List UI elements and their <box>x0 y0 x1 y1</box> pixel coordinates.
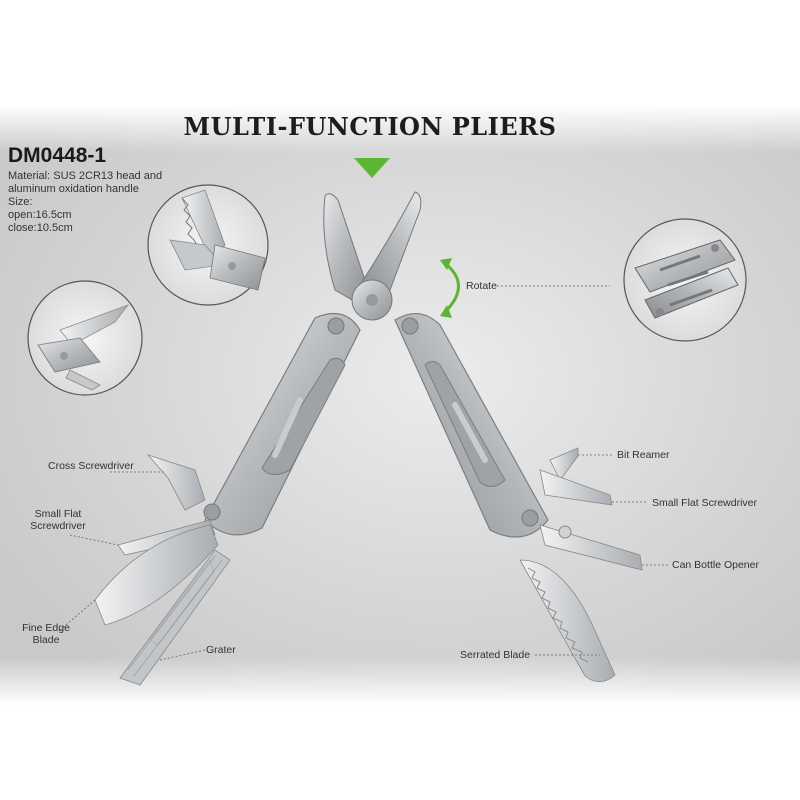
rotate-arrow-icon <box>440 258 460 318</box>
callout-small-flat-right: Small Flat Screwdriver <box>652 497 758 509</box>
page-title: MULTI-FUNCTION PLIERS <box>183 112 557 141</box>
callout-bottle-opener: Can Bottle Opener <box>672 559 759 571</box>
callout-fine-edge-1: Fine Edge <box>22 622 70 634</box>
left-handle <box>203 312 361 536</box>
callout-fine-edge-2: Blade <box>32 634 60 646</box>
callout-serrated-blade: Serrated Blade <box>460 649 531 661</box>
callout-rotate: Rotate <box>466 280 497 292</box>
right-handle <box>394 313 549 538</box>
callout-small-flat-left-1: Small Flat <box>34 508 82 520</box>
right-tools <box>519 447 643 683</box>
callout-cross-screwdriver: Cross Screwdriver <box>48 460 134 472</box>
spec-material-line1: Material: SUS 2CR13 head and <box>8 170 163 182</box>
plier-jaws <box>323 191 422 321</box>
down-arrow-icon <box>354 158 390 178</box>
spec-open-size: open:16.5cm <box>8 209 72 221</box>
detail-circle-folded <box>623 218 747 342</box>
left-tools <box>94 454 231 686</box>
detail-circle-knife <box>27 280 143 396</box>
callout-bit-reamer: Bit Reamer <box>617 449 670 461</box>
callout-lines <box>59 285 668 661</box>
callout-small-flat-left-2: Screwdriver <box>30 520 86 532</box>
callout-grater: Grater <box>206 644 236 656</box>
detail-circle-saw <box>147 184 269 306</box>
model-number: DM0448-1 <box>8 144 107 167</box>
spec-size-label: Size: <box>8 196 33 208</box>
spec-material-line2: aluminum oxidation handle <box>8 183 139 195</box>
spec-close-size: close:10.5cm <box>8 222 73 234</box>
